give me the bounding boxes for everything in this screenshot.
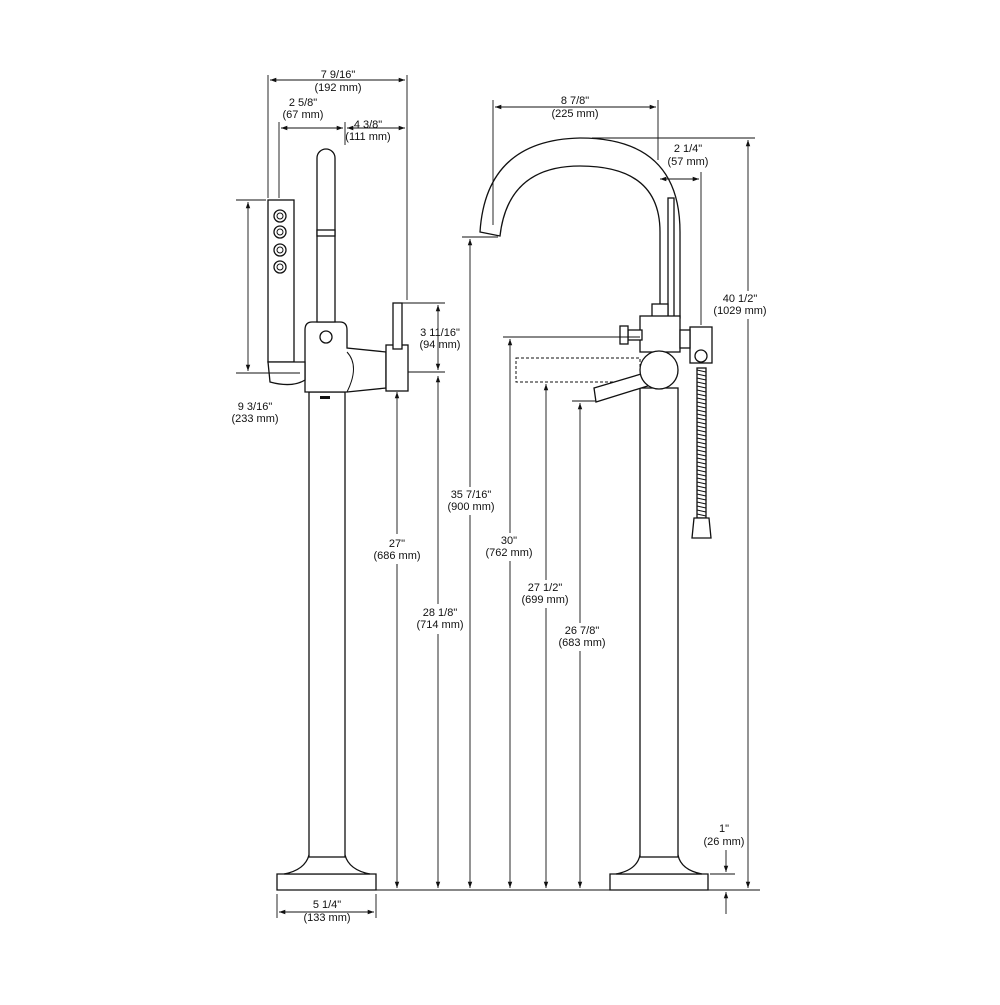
dim-9-3-16-metric: (233 mm) [231, 413, 278, 425]
left-base-flare [283, 854, 371, 875]
right-valve-collar [639, 315, 681, 353]
dim-7-9-16-label: 7 9/16" [321, 69, 356, 81]
left-valve-body [304, 321, 387, 393]
dim-2-1-4-label: 2 1/4" [674, 143, 702, 155]
left-valve-dot [319, 330, 333, 344]
dim-27-1-2-label: 27 1/2" [528, 582, 563, 594]
dim-30-label: 30" [501, 535, 517, 547]
right-base [609, 873, 709, 891]
dim-27-label: 27" [389, 538, 405, 550]
dim-4-3-8-label: 4 3/8" [354, 119, 382, 131]
dim-7-9-16-metric: (192 mm) [314, 82, 361, 94]
left-base [276, 873, 377, 891]
dim-27-1-2-metric: (699 mm) [521, 594, 568, 606]
dim-27-metric: (686 mm) [373, 550, 420, 562]
dim-35-7-16-metric: (900 mm) [447, 501, 494, 513]
dim-1-label: 1" [719, 823, 729, 835]
handle-rotated-outline [515, 357, 641, 383]
right-handle-hub [639, 350, 679, 390]
dim-26-7-8-label: 26 7/8" [565, 625, 600, 637]
dim-8-7-8-label: 8 7/8" [561, 95, 589, 107]
right-dimensions: 8 7/8" (225 mm) 2 1/4" (57 mm) 40 1/2" (… [445, 95, 774, 914]
dim-3-11-16-label: 3 11/16" [420, 327, 460, 339]
right-faucet-view [479, 137, 713, 891]
dim-5-1-4-metric: (133 mm) [303, 912, 350, 924]
dim-8-7-8-metric: (225 mm) [551, 108, 598, 120]
dim-9-3-16-label: 9 3/16" [238, 401, 273, 413]
dim-28-1-8-metric: (714 mm) [416, 619, 463, 631]
dim-40-1-2-metric: (1029 mm) [713, 305, 766, 317]
left-dimensions: 7 9/16" (192 mm) 2 5/8" (67 mm) 4 3/8" (… [231, 69, 465, 924]
spray-button-4 [273, 260, 287, 274]
dim-35-7-16-label: 35 7/16" [451, 489, 492, 501]
dim-5-1-4-label: 5 1/4" [313, 899, 341, 911]
spray-button-1 [273, 209, 287, 223]
dim-28-1-8-label: 28 1/8" [423, 607, 458, 619]
dim-30-metric: (762 mm) [485, 547, 532, 559]
handshower-head [267, 199, 295, 363]
dim-2-1-4-metric: (57 mm) [668, 156, 709, 168]
left-riser [308, 391, 346, 858]
left-faucet-view [267, 148, 409, 891]
left-handle-lever [392, 302, 403, 350]
spray-button-3 [273, 243, 287, 257]
dim-2-5-8-label: 2 5/8" [289, 97, 317, 109]
left-handle [385, 344, 409, 392]
right-base-flare [615, 854, 703, 875]
right-riser [639, 387, 679, 858]
dim-26-7-8-metric: (683 mm) [558, 637, 605, 649]
dim-4-3-8-metric: (111 mm) [345, 131, 390, 143]
dim-40-1-2-label: 40 1/2" [723, 293, 758, 305]
dim-3-11-16-metric: (94 mm) [420, 339, 461, 351]
spray-button-2 [273, 225, 287, 239]
dim-2-5-8-metric: (67 mm) [283, 109, 324, 121]
hose-end [691, 517, 712, 539]
dim-1-metric: (26 mm) [704, 836, 745, 848]
gooseneck-spout [479, 137, 681, 319]
